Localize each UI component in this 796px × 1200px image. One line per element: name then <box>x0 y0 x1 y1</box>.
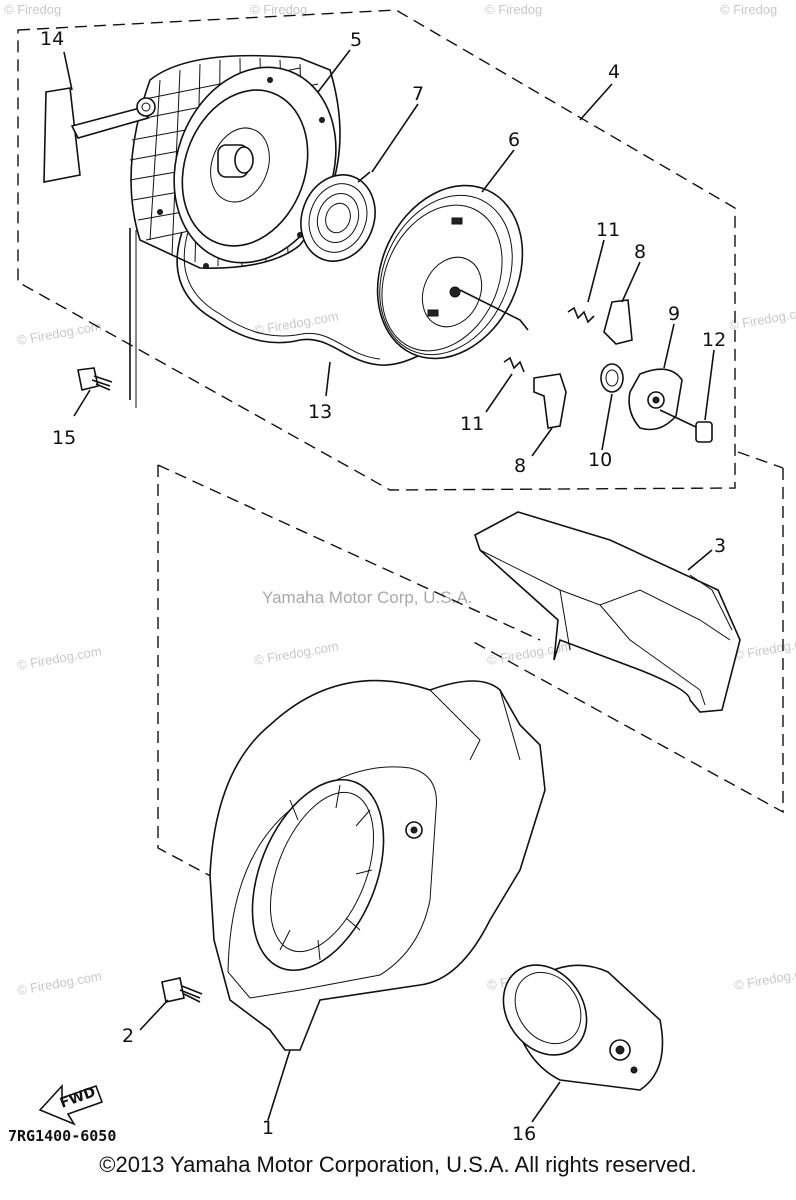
callout-12: 12 <box>702 329 726 351</box>
callout-6: 6 <box>508 129 520 151</box>
watermark: © Firedog <box>4 2 61 17</box>
callout-8-lower: 8 <box>514 455 526 477</box>
callout-7: 7 <box>412 83 424 105</box>
callout-10: 10 <box>588 449 612 471</box>
copyright-footer: ©2013 Yamaha Motor Corporation, U.S.A. A… <box>99 1152 697 1177</box>
callout-15: 15 <box>52 427 76 449</box>
callout-11-upper: 11 <box>596 219 620 241</box>
watermark: © Firedog <box>250 2 307 17</box>
watermark: © Firedog <box>485 2 542 17</box>
leader-lines <box>63 49 715 1123</box>
starter-case-5 <box>129 54 341 269</box>
callout-5: 5 <box>350 29 362 51</box>
air-guide-3 <box>474 511 741 713</box>
drawing-code: 7RG1400-6050 <box>8 1127 116 1145</box>
callout-labels: 14 5 7 6 4 11 8 9 12 13 11 8 10 15 3 2 1… <box>40 28 726 1145</box>
spiral-spring-7 <box>300 171 376 262</box>
callout-16: 16 <box>512 1123 536 1145</box>
starter-handle-14 <box>43 87 156 183</box>
callout-13: 13 <box>308 401 332 423</box>
watermark: © Firedog.com <box>16 643 103 673</box>
pawl-8-upper <box>603 299 633 345</box>
starter-rope-13-outline <box>183 231 381 360</box>
callout-1: 1 <box>262 1117 274 1139</box>
callout-2: 2 <box>122 1025 134 1047</box>
center-watermark: Yamaha Motor Corp, U.S.A. <box>262 588 472 607</box>
guide-leader <box>737 451 784 469</box>
watermark: © Firedog.com <box>728 303 796 333</box>
spring-11-upper <box>567 306 595 324</box>
watermark: © Firedog.com <box>253 308 340 338</box>
bolt-15 <box>77 367 113 391</box>
drive-plate-9 <box>628 368 683 431</box>
watermark: © Firedog <box>720 2 777 17</box>
callout-11-lower: 11 <box>460 413 484 435</box>
starter-rope-13 <box>176 231 421 366</box>
fwd-arrow-icon: FWD <box>38 1083 104 1126</box>
pawl-8-lower <box>533 373 567 429</box>
watermark: © Firedog.com <box>733 963 796 993</box>
fan-housing-1 <box>209 679 546 1051</box>
starter-cup-16 <box>502 964 664 1091</box>
sheave-drum-6 <box>376 184 529 360</box>
callout-4: 4 <box>608 61 620 83</box>
bolt-12 <box>659 409 713 443</box>
housing-outline <box>157 464 784 881</box>
watermark: © Firedog.com <box>733 633 796 663</box>
bolt-2 <box>161 977 203 1003</box>
callout-3: 3 <box>714 535 726 557</box>
callout-9: 9 <box>668 303 680 325</box>
washer-10 <box>600 363 624 393</box>
callout-14: 14 <box>40 28 64 50</box>
watermark: © Firedog.com <box>253 638 340 668</box>
assembly-outline-4 <box>17 9 736 491</box>
callout-8-upper: 8 <box>634 241 646 263</box>
spring-11-lower <box>503 356 525 373</box>
watermark: © Firedog.com <box>16 968 103 998</box>
